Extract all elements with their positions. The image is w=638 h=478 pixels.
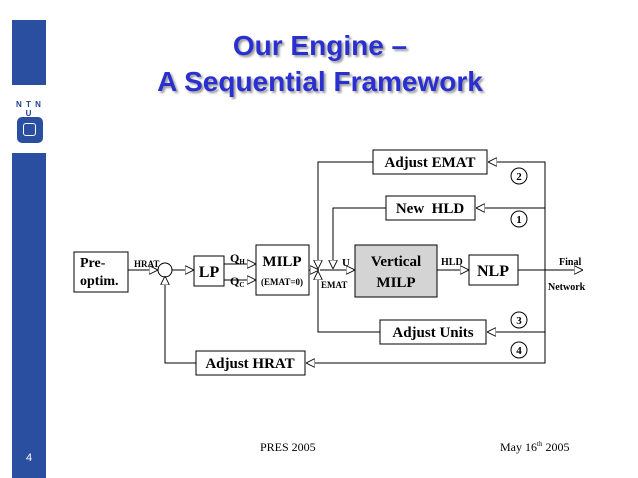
adjust-hrat-label: Adjust HRAT [205,356,294,372]
edge-new-hld-return [333,207,386,268]
emat-edge-label: EMAT [321,280,347,290]
loop-1-number: 1 [516,214,522,226]
lp-label: LP [199,264,220,281]
edge-adjust-emat-return [318,161,373,268]
nlp-box [468,254,519,286]
footer-conference: PRES 2005 [260,440,316,454]
loop-1-badge [510,210,528,228]
loop-4-number: 4 [516,345,522,357]
qc-edge-label: QC [230,274,244,289]
loop-2-number: 2 [516,171,522,183]
preoptim-box [73,251,129,293]
lp-box [193,255,225,287]
new-hld-label: New HLD [396,201,464,217]
final-network-label-1: Final [559,257,581,268]
loop-3-badge [510,311,528,329]
loop-2-badge [510,167,528,185]
preoptim-label-2: optim. [80,274,119,289]
hld-edge-label: HLD [441,257,463,268]
edge-adjust-units-return [318,272,380,333]
page-number: 4 [25,452,33,464]
title-line-2: A Sequential Framework [157,66,483,97]
preoptim-label-1: Pre- [80,256,106,271]
milp-label: MILP [262,254,301,270]
vertical-milp-label-1: Vertical [371,254,421,270]
vertical-milp-box [354,244,438,298]
qh-edge-label: QH [230,251,245,266]
loop-4-badge [510,341,528,359]
hrat-edge-label: HRAT [134,259,159,269]
ntnu-label: N T N U [16,100,42,118]
u-edge-label: U [342,257,350,269]
new-hld-box [385,195,476,221]
vertical-milp-label-2: MILP [376,275,415,291]
slide-title: Our Engine – A Sequential Framework [90,28,550,100]
final-network-label-2: Network [548,282,586,293]
nlp-label: NLP [477,263,509,280]
loop-3-number: 3 [516,315,522,327]
footer-date: May 16th 2005 [500,440,570,454]
adjust-emat-label: Adjust EMAT [385,155,476,171]
edge-loop2-to-adjust-emat [489,162,546,270]
adjust-units-label: Adjust Units [392,325,473,341]
adjust-units-box [379,319,487,345]
edge-loop4-to-adjust-hrat [307,270,546,363]
milp-box [255,244,310,296]
title-line-1: Our Engine – [232,30,408,61]
ntnu-logo-icon [17,117,43,143]
milp-sublabel: (EMAT=0) [261,277,303,287]
edge-adjust-hrat-return [165,277,196,364]
adjust-hrat-box [195,350,306,376]
adjust-emat-box [372,149,488,175]
summing-junction [157,262,173,278]
